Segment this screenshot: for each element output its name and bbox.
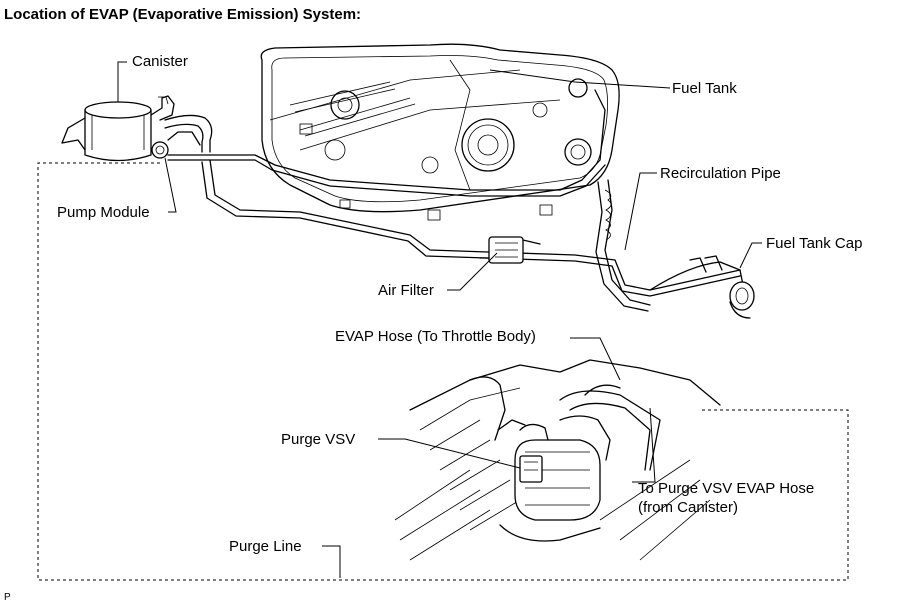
label-evap-hose: EVAP Hose (To Throttle Body): [335, 328, 536, 345]
label-to-purge-vsv-line2: (from Canister): [638, 499, 739, 516]
canister-drawing: [61, 95, 175, 162]
label-purge-vsv: Purge VSV: [281, 431, 356, 448]
fuel-pipes: [167, 89, 741, 312]
label-recirculation-pipe: Recirculation Pipe: [660, 165, 781, 182]
fuel-tank-drawing: [260, 43, 620, 221]
label-air-filter: Air Filter: [378, 282, 434, 299]
label-fuel-tank-cap: Fuel Tank Cap: [766, 235, 863, 252]
label-to-purge-vsv-line1: To Purge VSV EVAP Hose: [638, 480, 815, 497]
leader-lines: [117, 61, 762, 578]
label-purge-line: Purge Line: [229, 538, 302, 555]
purge-line-route: [37, 162, 849, 581]
air-filter-drawing: [479, 236, 541, 264]
label-canister: Canister: [132, 53, 188, 70]
corner-mark: P: [4, 592, 11, 603]
label-fuel-tank: Fuel Tank: [672, 80, 737, 97]
fuel-tank-cap-drawing: [649, 255, 755, 319]
label-pump-module: Pump Module: [57, 204, 150, 221]
engine-bay-drawing: [394, 359, 721, 561]
diagram-title: Location of EVAP (Evaporative Emission) …: [4, 6, 362, 23]
pump-module-drawing: [151, 114, 213, 159]
